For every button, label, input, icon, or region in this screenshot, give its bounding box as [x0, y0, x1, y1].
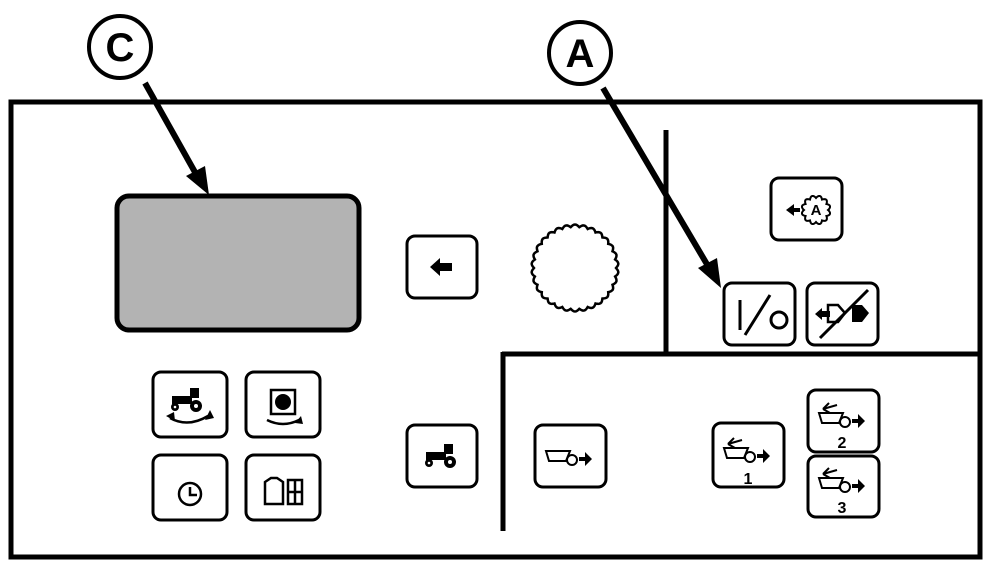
on-off-icon — [738, 294, 789, 336]
tractor-turn-icon — [166, 388, 214, 424]
shift-cancel-button[interactable] — [805, 281, 880, 347]
arrow-left-icon — [430, 258, 452, 276]
auto-button[interactable]: A — [769, 176, 844, 242]
shift-cancel-icon — [815, 288, 870, 340]
memory-2-number: 2 — [838, 435, 847, 452]
panel-frame — [8, 99, 983, 560]
auto-gear-icon: A — [786, 195, 831, 225]
implement-drive-button[interactable] — [533, 423, 608, 489]
selector-knob[interactable] — [530, 223, 620, 313]
back-button[interactable] — [405, 234, 479, 300]
callout-a: A — [547, 20, 721, 288]
on-off-button[interactable] — [722, 281, 797, 347]
timer-button[interactable] — [151, 453, 229, 522]
auto-symbol: A — [811, 202, 822, 219]
callout-c: C — [87, 14, 209, 195]
memory-3-number: 3 — [838, 500, 847, 517]
engine-power-button[interactable] — [244, 453, 322, 522]
memory-1-number: 1 — [744, 471, 753, 488]
callout-c-label: C — [106, 26, 135, 70]
memory-1-button[interactable]: 1 — [711, 421, 786, 489]
tractor-button[interactable] — [405, 423, 479, 489]
selector-knob-icon — [530, 223, 620, 313]
memory-3-button[interactable]: 3 — [806, 454, 881, 519]
rotate-button[interactable] — [244, 370, 322, 439]
rotate-gear-icon — [266, 388, 303, 426]
engine-power-icon — [263, 476, 304, 506]
memory-2-button[interactable]: 2 — [806, 388, 881, 454]
clock-icon — [177, 481, 203, 507]
display-screen — [114, 193, 362, 333]
callout-a-label: A — [566, 32, 595, 76]
tractor-turn-button[interactable] — [151, 370, 229, 439]
